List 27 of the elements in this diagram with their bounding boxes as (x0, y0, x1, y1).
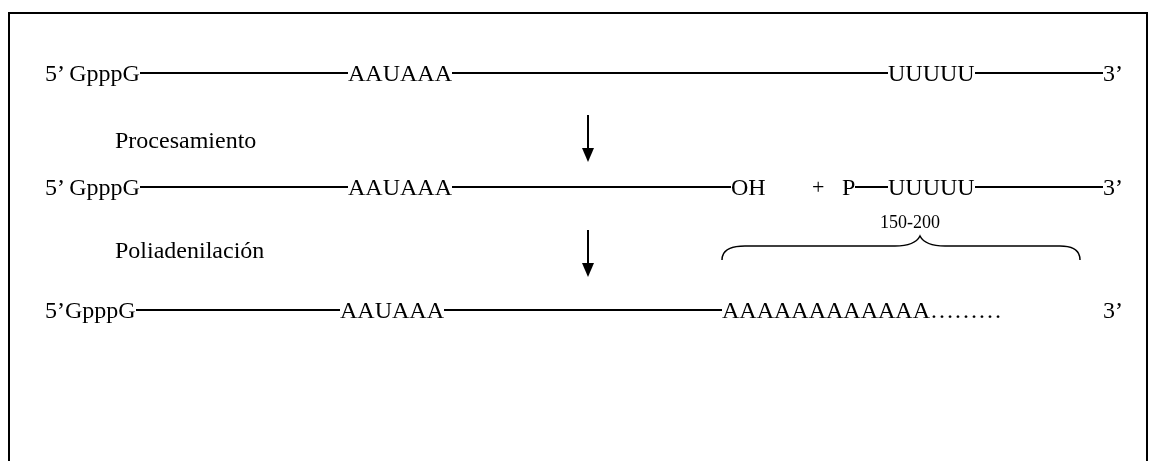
rna-strand-line (139, 72, 349, 74)
rna-strand-line (854, 186, 889, 188)
sequence-text: AAUAAA (348, 61, 452, 85)
sequence-text: UUUUU (888, 175, 975, 199)
sequence-text: AAAAAAAAAAAA……… (722, 298, 1002, 322)
sequence-text: UUUUU (888, 61, 975, 85)
rna-strand-line (139, 186, 349, 188)
sequence-text: 3’ (1103, 175, 1123, 199)
sequence-text: 5’ GpppG (45, 61, 140, 85)
sequence-text: 5’GpppG (45, 298, 136, 322)
sequence-text: 5’ GpppG (45, 175, 140, 199)
step-label: Poliadenilación (115, 238, 265, 262)
sequence-text: 3’ (1103, 61, 1123, 85)
rna-strand-line (451, 72, 889, 74)
sequence-text: AAUAAA (340, 298, 444, 322)
rna-strand-line (451, 186, 732, 188)
rna-strand-line (443, 309, 723, 311)
sequence-text: AAUAAA (348, 175, 452, 199)
step-label: Procesamiento (115, 128, 257, 152)
rna-strand-line (974, 186, 1104, 188)
sequence-text: P (842, 175, 856, 199)
sequence-text: 3’ (1103, 298, 1123, 322)
rna-strand-line (135, 309, 341, 311)
length-label: 150-200 (880, 213, 940, 231)
rna-strand-line (974, 72, 1104, 74)
sequence-text: OH (731, 175, 766, 199)
plus-sign: + (812, 176, 825, 198)
